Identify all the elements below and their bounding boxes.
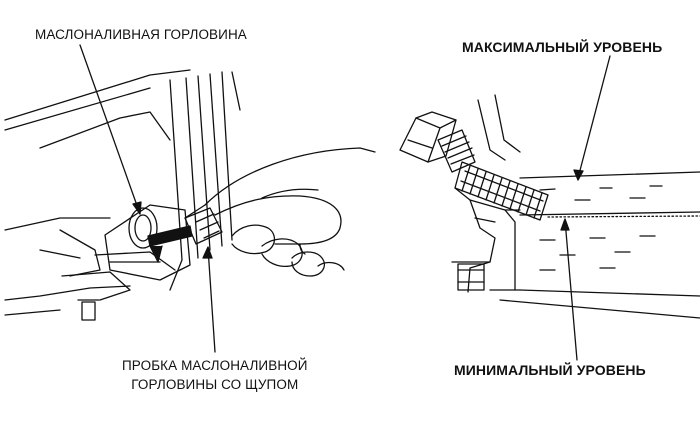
filler-neck-callout-line [79,44,141,215]
transmission-housing-drawing [4,69,376,321]
filler-plug-label: ПРОБКА МАСЛОНАЛИВНОЙ ГОРЛОВИНЫ СО ЩУПОМ [122,356,308,394]
filler-plug-label-line2: ГОРЛОВИНЫ СО ЩУПОМ [131,377,299,392]
plug-arrowhead [202,246,213,259]
max-level-callout-line [577,55,611,179]
min-level-label: МИНИМАЛЬНЫЙ УРОВЕНЬ [454,362,646,378]
plug-callout-line [207,247,216,353]
filler-plug-label-line1: ПРОБКА МАСЛОНАЛИВНОЙ [122,358,308,373]
min-level-callout-line [564,219,578,361]
max-level-arrowhead [573,169,584,181]
max-level-label: МАКСИМАЛЬНЫЙ УРОВЕНЬ [462,39,663,55]
filler-neck-label: МАСЛОНАЛИВНАЯ ГОРЛОВИНА [35,27,247,42]
min-level-arrowhead [560,218,570,231]
filler-neck-arrowhead [132,201,142,215]
dipstick-drawing [399,94,700,319]
